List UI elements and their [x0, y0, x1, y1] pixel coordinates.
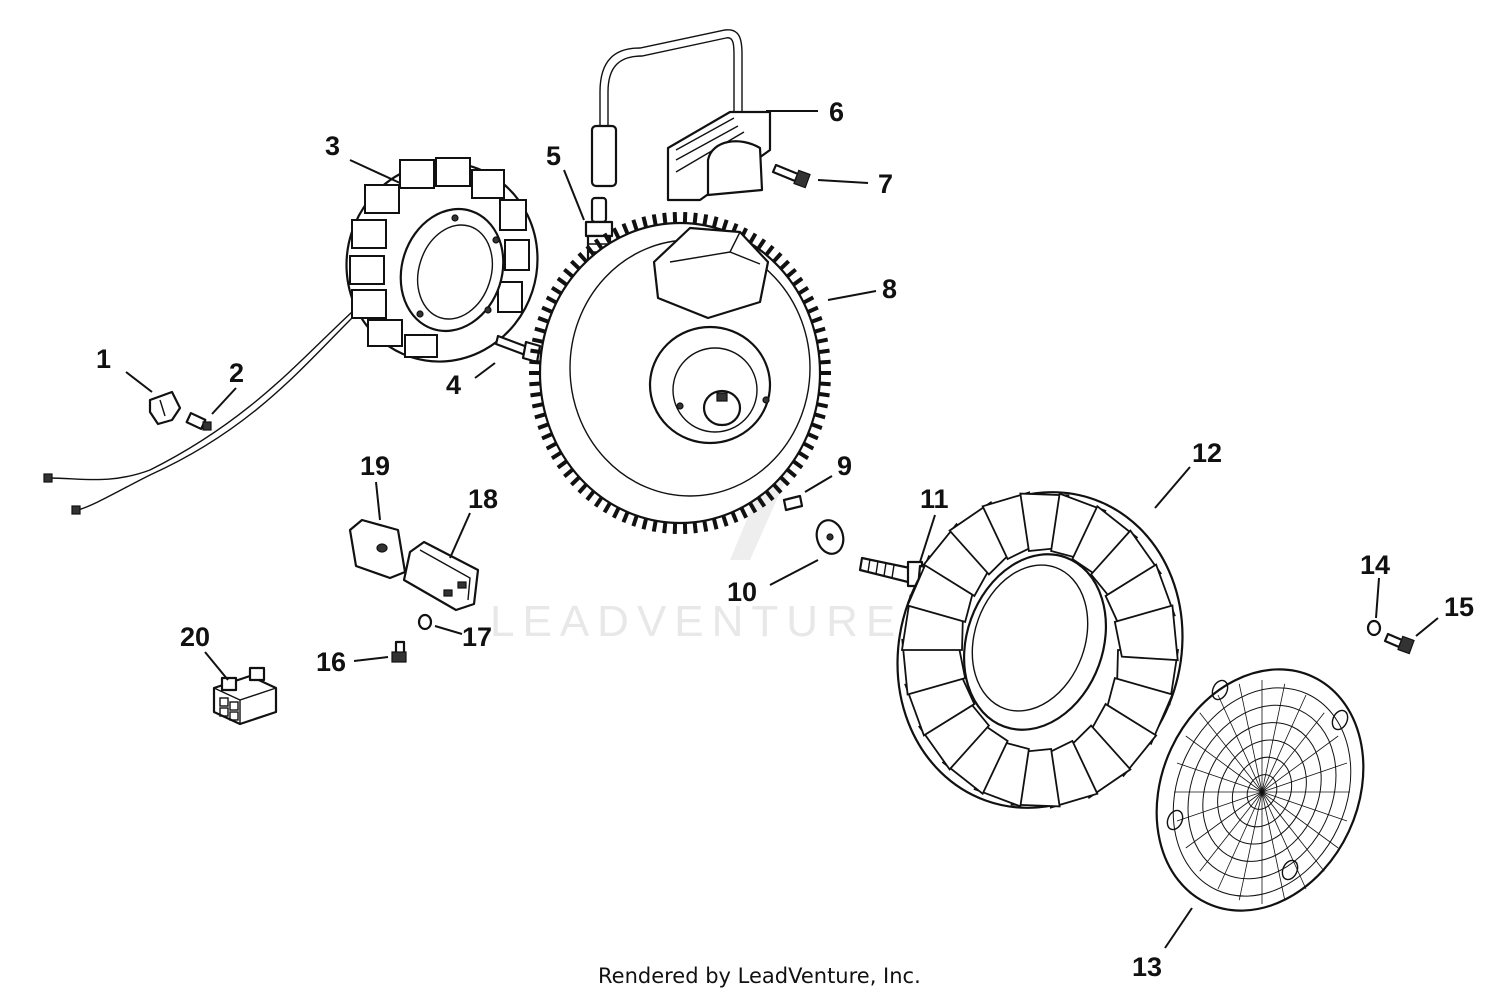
- callout-14: 14: [1360, 550, 1390, 580]
- callout-20: 20: [180, 622, 210, 652]
- part-1-clip[interactable]: [148, 390, 182, 426]
- callout-3: 3: [325, 131, 340, 161]
- callout-17: 17: [462, 622, 492, 652]
- callout-18: 18: [468, 484, 498, 514]
- part-12-cooling-fan[interactable]: [854, 452, 1227, 848]
- part-20-connector[interactable]: [212, 666, 278, 726]
- callout-5: 5: [546, 141, 561, 171]
- part-19-bracket-plate[interactable]: [348, 518, 407, 580]
- part-15-screw[interactable]: [1383, 632, 1415, 655]
- part-10-washer[interactable]: [813, 517, 847, 557]
- part-7-screw[interactable]: [771, 163, 811, 189]
- callout-labels: 1 2 3 4 5 6 7 8 9 10 11 12 13 14 15 16 1…: [96, 97, 1474, 982]
- part-2-screw[interactable]: [185, 411, 212, 431]
- flywheel-ring-gear: [529, 212, 831, 534]
- callout-7: 7: [878, 169, 893, 199]
- callout-6: 6: [829, 97, 844, 127]
- callout-19: 19: [360, 451, 390, 481]
- part-13-grass-screen[interactable]: [1118, 635, 1401, 944]
- part-18-rectifier[interactable]: [402, 540, 480, 612]
- leader-lines: [125, 110, 1439, 949]
- part-6-ignition-module[interactable]: [590, 29, 772, 202]
- callout-8: 8: [882, 274, 897, 304]
- callout-16: 16: [316, 647, 346, 677]
- screen-mesh: [1172, 680, 1352, 904]
- stator-wires: [43, 311, 353, 515]
- fan-blades: [900, 491, 1180, 809]
- part-3-stator[interactable]: [321, 138, 564, 387]
- part-9-key[interactable]: [782, 494, 804, 512]
- part-16-screw[interactable]: [391, 640, 407, 663]
- callout-15: 15: [1444, 592, 1474, 622]
- callout-2: 2: [229, 358, 244, 388]
- callout-10: 10: [727, 577, 757, 607]
- callout-4: 4: [446, 370, 461, 400]
- part-8-flywheel[interactable]: [529, 212, 831, 534]
- callout-9: 9: [837, 451, 852, 481]
- footer-credit: Rendered by LeadVenture, Inc.: [598, 964, 921, 988]
- part-17-washer[interactable]: [417, 613, 433, 631]
- callout-12: 12: [1192, 438, 1222, 468]
- callout-13: 13: [1132, 952, 1162, 982]
- callout-11: 11: [920, 484, 949, 514]
- watermark-text: LEADVENTURE: [490, 597, 903, 646]
- callout-1: 1: [96, 344, 111, 374]
- part-14-washer[interactable]: [1366, 619, 1382, 637]
